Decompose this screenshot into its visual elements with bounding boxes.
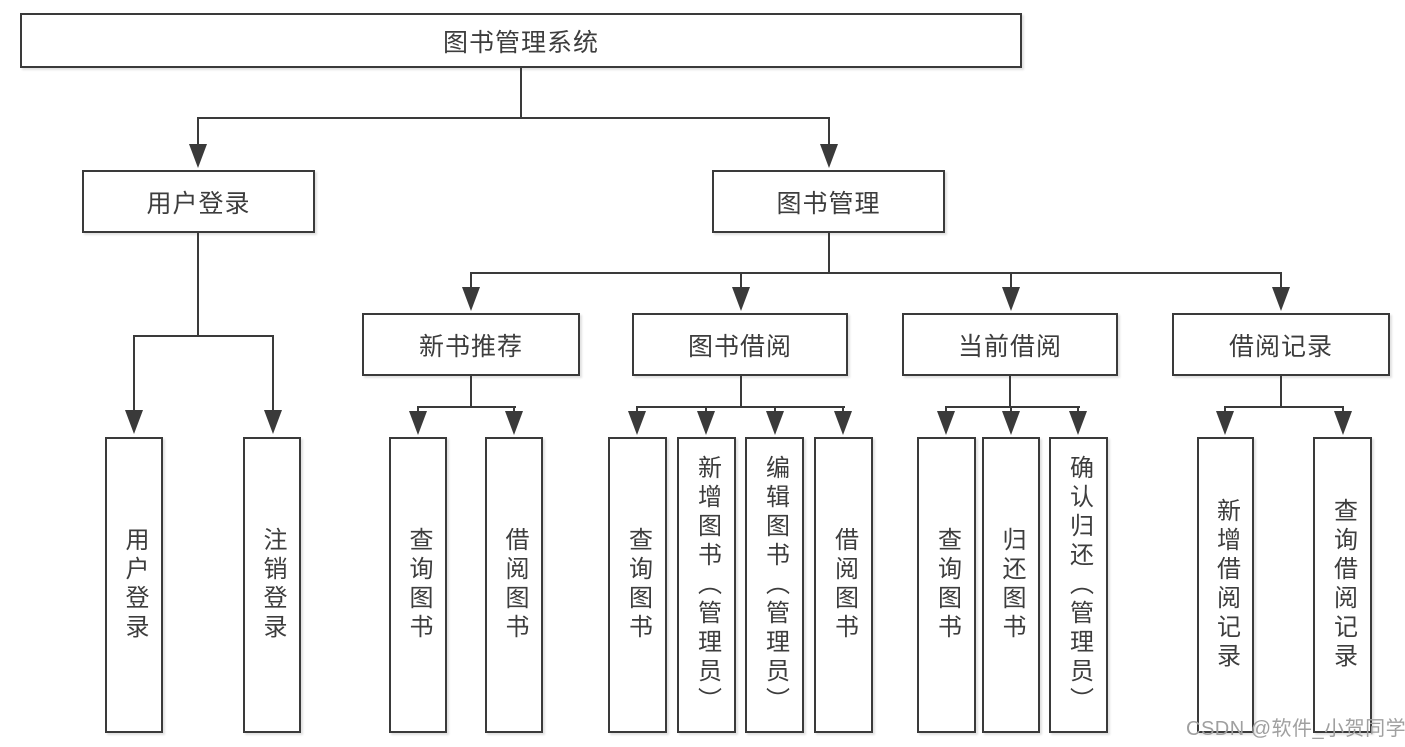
node-current-borrow-label: 当前借阅 xyxy=(957,332,1062,361)
connector-nb-bar xyxy=(417,406,516,408)
arrow-book-borrow-icon xyxy=(732,287,750,311)
leaf-br-add-record-label: 新增借阅记录 xyxy=(1212,498,1240,672)
node-book-management-label: 图书管理 xyxy=(776,189,881,218)
node-book-management: 图书管理 xyxy=(712,170,945,233)
arrow-borrow-records-icon xyxy=(1272,287,1290,311)
connector-leg-cb-return xyxy=(1010,406,1012,415)
leaf-user-login-label: 用户登录 xyxy=(121,527,148,643)
connector-leg-nb-query xyxy=(417,406,419,415)
node-user-login-label: 用户登录 xyxy=(146,189,251,218)
connector-leg-bb-borrow xyxy=(842,406,844,415)
connector-br-stem xyxy=(1280,376,1282,408)
leaf-logout: 注销登录 xyxy=(243,437,301,733)
connector-root-stem xyxy=(520,68,522,117)
connector-leg-logout-leaf xyxy=(272,335,274,412)
connector-leg-bb-add xyxy=(705,406,707,415)
leaf-cb-confirm-return-label: 确认归还（管理员） xyxy=(1065,454,1093,716)
connector-bb-stem xyxy=(740,376,742,408)
arrow-user-login-icon xyxy=(189,144,207,168)
leaf-nb-query-books: 查询图书 xyxy=(389,437,447,733)
arrow-br-query-icon xyxy=(1334,411,1352,435)
leaf-nb-borrow-books-label: 借阅图书 xyxy=(501,527,528,643)
node-borrow-records-label: 借阅记录 xyxy=(1228,332,1333,361)
leaf-bb-borrow-books: 借阅图书 xyxy=(814,437,873,733)
leaf-logout-label: 注销登录 xyxy=(259,527,286,643)
arrow-cb-return-icon xyxy=(1002,411,1020,435)
leaf-bb-borrow-books-label: 借阅图书 xyxy=(830,527,858,643)
connector-leg-bb-query xyxy=(636,406,638,415)
leaf-bb-add-books-label: 新增图书（管理员） xyxy=(693,454,721,716)
leaf-br-query-record-label: 查询借阅记录 xyxy=(1329,498,1357,672)
connector-leg-login-leaf xyxy=(133,335,135,412)
node-borrow-records: 借阅记录 xyxy=(1172,313,1390,376)
arrow-login-leaf-icon xyxy=(125,410,143,434)
leaf-bb-add-books: 新增图书（管理员） xyxy=(677,437,736,733)
node-new-book-recommend: 新书推荐 xyxy=(362,313,580,376)
leaf-bb-query-books: 查询图书 xyxy=(608,437,667,733)
arrow-bb-add-icon xyxy=(697,411,715,435)
arrow-bb-borrow-icon xyxy=(834,411,852,435)
leaf-user-login: 用户登录 xyxy=(105,437,163,733)
connector-leg-user-login xyxy=(197,117,199,146)
arrow-current-borrow-icon xyxy=(1002,287,1020,311)
connector-user-login-bar xyxy=(133,335,274,337)
connector-leg-br-add xyxy=(1224,406,1226,415)
connector-leg-current-borrow xyxy=(1010,272,1012,290)
leaf-cb-query-books-label: 查询图书 xyxy=(933,527,961,643)
leaf-bb-query-books-label: 查询图书 xyxy=(624,527,652,643)
leaf-nb-query-books-label: 查询图书 xyxy=(405,527,432,643)
connector-leg-book-borrow xyxy=(740,272,742,290)
connector-leg-borrow-records xyxy=(1280,272,1282,290)
leaf-cb-query-books: 查询图书 xyxy=(917,437,976,733)
arrow-nb-query-icon xyxy=(409,411,427,435)
arrow-new-book-icon xyxy=(462,287,480,311)
leaf-br-add-record: 新增借阅记录 xyxy=(1197,437,1254,733)
connector-leg-nb-borrow xyxy=(513,406,515,415)
connector-bb-bar xyxy=(636,406,845,408)
connector-book-mgmt-bar xyxy=(470,272,1282,274)
leaf-cb-return-books: 归还图书 xyxy=(982,437,1040,733)
connector-leg-book-management xyxy=(828,117,830,146)
arrow-logout-leaf-icon xyxy=(264,410,282,434)
csdn-watermark: CSDN @软件_小贺同学 xyxy=(1186,718,1405,740)
node-book-borrow-label: 图书借阅 xyxy=(687,332,792,361)
arrow-br-add-icon xyxy=(1216,411,1234,435)
connector-leg-bb-edit xyxy=(774,406,776,415)
node-book-borrow: 图书借阅 xyxy=(632,313,848,376)
connector-leg-new-book xyxy=(470,272,472,290)
arrow-book-management-icon xyxy=(820,144,838,168)
node-new-book-recommend-label: 新书推荐 xyxy=(418,332,523,361)
node-system-root-label: 图书管理系统 xyxy=(442,28,599,57)
arrow-cb-query-icon xyxy=(937,411,955,435)
arrow-bb-query-icon xyxy=(628,411,646,435)
connector-cb-stem xyxy=(1009,376,1011,408)
node-user-login: 用户登录 xyxy=(82,170,315,233)
node-system-root: 图书管理系统 xyxy=(20,13,1022,68)
connector-nb-stem xyxy=(470,376,472,408)
arrow-nb-borrow-icon xyxy=(505,411,523,435)
node-current-borrow: 当前借阅 xyxy=(902,313,1118,376)
connector-user-login-stem xyxy=(197,233,199,337)
leaf-nb-borrow-books: 借阅图书 xyxy=(485,437,543,733)
arrow-cb-confirm-icon xyxy=(1069,411,1087,435)
connector-leg-cb-query xyxy=(945,406,947,415)
leaf-bb-edit-books: 编辑图书（管理员） xyxy=(745,437,804,733)
connector-book-mgmt-stem xyxy=(828,233,830,274)
leaf-bb-edit-books-label: 编辑图书（管理员） xyxy=(761,454,789,716)
leaf-br-query-record: 查询借阅记录 xyxy=(1313,437,1372,733)
leaf-cb-confirm-return: 确认归还（管理员） xyxy=(1049,437,1108,733)
leaf-cb-return-books-label: 归还图书 xyxy=(998,527,1025,643)
connector-br-bar xyxy=(1224,406,1344,408)
arrow-bb-edit-icon xyxy=(766,411,784,435)
connector-cb-bar xyxy=(945,406,1080,408)
connector-root-bar xyxy=(197,117,830,119)
connector-leg-cb-confirm xyxy=(1077,406,1079,415)
connector-leg-br-query xyxy=(1342,406,1344,415)
